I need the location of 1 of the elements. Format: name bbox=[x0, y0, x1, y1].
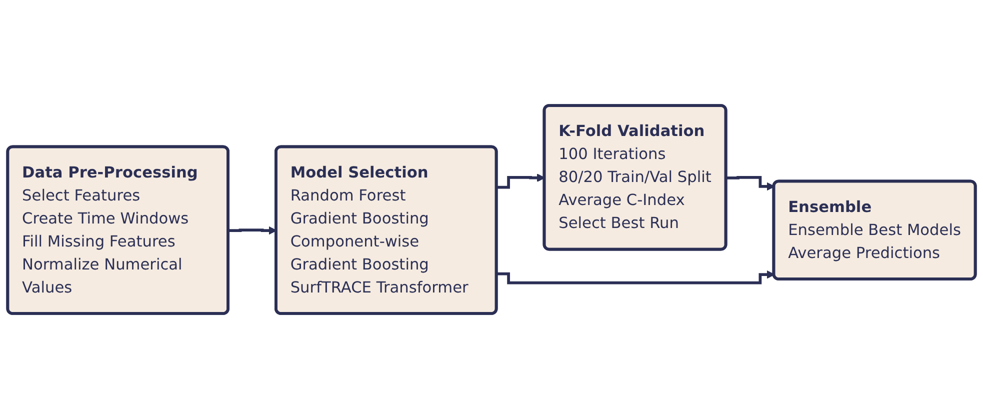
arrow bbox=[496, 270, 775, 284]
